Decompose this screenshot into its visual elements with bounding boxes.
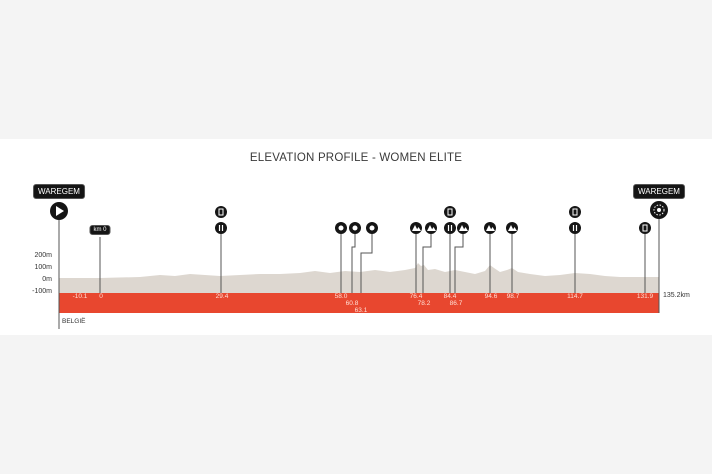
start-town-label: WAREGEM — [33, 184, 85, 199]
km-label: 114.7 — [567, 293, 583, 300]
km-label: 78.2 — [417, 300, 431, 307]
km0-label: km 0 — [89, 225, 111, 235]
km-label: 86.7 — [449, 300, 463, 307]
finish-checkered-icon — [650, 201, 668, 219]
start-play-icon — [50, 202, 68, 220]
km-label: 76.4 — [409, 293, 423, 300]
finish-town-label: WAREGEM — [633, 184, 685, 199]
chart-title: ELEVATION PROFILE - WOMEN ELITE — [249, 152, 463, 164]
km-label: 0 — [99, 293, 103, 300]
km-label: 131.9 — [636, 293, 654, 300]
km-label: -10.1 — [72, 293, 88, 300]
km-label: 60.8 — [345, 300, 359, 307]
y-tick-0: 0m — [42, 276, 52, 283]
km-label: 94.6 — [484, 293, 498, 300]
elevation-area — [59, 263, 659, 293]
km-label: 29.4 — [215, 293, 229, 300]
y-tick-minus100: -100m — [32, 288, 52, 295]
km-label: 98.7 — [506, 293, 520, 300]
country-label: BELGIË — [62, 318, 86, 325]
y-tick-200: 200m — [34, 252, 52, 259]
cobblestone-sector-icon — [335, 222, 378, 234]
elevation-profile-panel: ELEVATION PROFILE - WOMEN ELITE — [0, 139, 712, 335]
total-distance-label: 135.2km — [663, 292, 690, 299]
elevation-chart — [50, 201, 668, 329]
km-label: 58.0 — [334, 293, 348, 300]
km-label: 84.4 — [443, 293, 457, 300]
feed-zone-icon — [215, 222, 581, 234]
route-bar — [59, 293, 659, 313]
y-tick-100: 100m — [34, 264, 52, 271]
climb-icon — [410, 222, 518, 234]
waste-bin-icon — [215, 206, 651, 234]
km-label: 63.1 — [354, 307, 368, 314]
marker-lines — [58, 207, 660, 329]
